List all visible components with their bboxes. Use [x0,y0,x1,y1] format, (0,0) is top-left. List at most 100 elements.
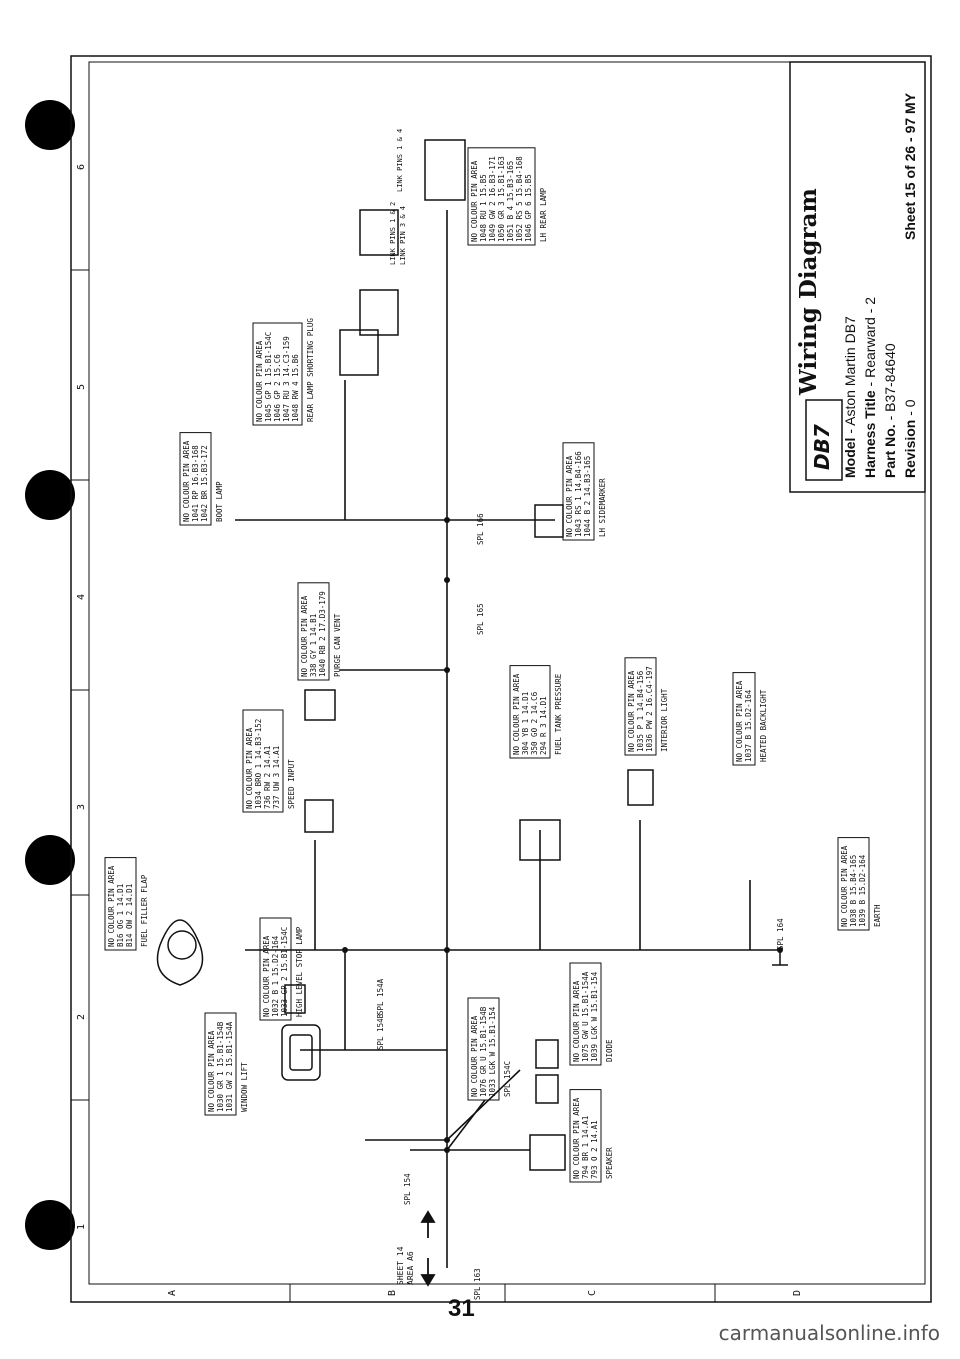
table-header: NO COLOUR PIN AREA [572,980,581,1062]
table-row: 1076 GR U 15.B1-154B [479,1006,488,1097]
component-label: PURGE CAN VENT [333,613,342,677]
table-header: NO COLOUR PIN AREA [572,1097,581,1179]
table-row: B16 OG 1 14.D1 [116,884,125,947]
table-row: 350 GO 2 14.C6 [530,691,539,755]
table-row: 1048 RW 4 15.B6 [291,354,300,422]
revision-value: 0 [902,399,918,408]
table-row: 1045 GP 1 15.B1-154C [264,332,273,422]
table-row: 737 UW 3 14.A1 [272,746,281,809]
part-value: B37-84640 [882,343,898,412]
table-row: 1032 B 1 15.D2-164 [271,935,280,1017]
splice-label: SPL 164 [776,918,785,950]
component-table-frame [104,857,137,951]
table-header: NO COLOUR PIN AREA [840,845,849,927]
binder-hole-1 [25,100,75,150]
table-header: NO COLOUR PIN AREA [107,865,116,947]
zone-label-side: C [587,1290,598,1296]
zone-label-side: A [167,1290,178,1296]
component-table-frame [569,1089,602,1183]
table-row: 1042 BR 15.B3-172 [200,445,209,522]
component-label: INTERIOR LIGHT [660,688,669,752]
table-row: 1075 GW U 15.B1-154A [581,971,590,1062]
component-label: SPL 154C [503,1061,512,1097]
table-row: 793 O 2 14.A1 [590,1120,599,1179]
splice-label: SPL 165 [476,603,485,635]
table-row: 1039 LGK W 15.B1-154 [590,971,599,1062]
component-table-frame [624,657,657,756]
component-label: SPEED INPUT [287,759,296,809]
component-table-frame [252,322,303,426]
harness-value: Rearward - 2 [862,296,878,378]
sheet-line: Sheet 15 of 26 - 97 MY [902,92,918,240]
component-table-frame [467,997,500,1101]
table-header: NO COLOUR PIN AREA [300,595,309,677]
table-header: NO COLOUR PIN AREA [470,160,479,242]
zone-label-top: 1 [76,1224,87,1230]
component-label: WINDOW LIFT [240,1062,249,1112]
splice-label: SPL 163 [473,1268,482,1300]
table-row: 1040 RB 2 17.D3-179 [318,591,327,677]
table-row: 1039 B 15.D2-164 [858,854,867,927]
sheet-ref-line: AREA A6 [406,1251,415,1285]
title-text: Wiring Diagram [795,188,822,395]
table-row: 1033 GP 2 15.B1-154C [280,927,289,1017]
component-table-frame [242,709,284,813]
table-header: NO COLOUR PIN AREA [512,673,521,755]
zone-label-top: 3 [76,804,87,810]
component-table-frame [204,1012,237,1116]
part-line: Part No. - B37-84640 [882,343,898,478]
table-row: 1033 LGK W 15.B1-154 [488,1006,497,1097]
component-label: FUEL TANK PRESSURE [554,673,563,755]
zone-label-side: B [387,1290,398,1296]
logo-text: DB7 [810,424,834,470]
zone-label-side: D [792,1290,803,1296]
part-label: Part No. [882,424,898,478]
zone-label-top: 6 [76,164,87,170]
model-value: Aston Martin DB7 [842,316,858,426]
component-table-frame [837,837,870,931]
connector-bodies [156,139,788,1171]
page-number: 31 [448,1295,475,1322]
trunk-wires [235,210,780,1268]
table-row: 1050 GR 3 15.B1-163 [497,156,506,242]
table-row: 1043 RS 1 14.B4-166 [574,451,583,537]
zone-label-top: 5 [76,384,87,390]
table-header: NO COLOUR PIN AREA [182,440,191,522]
table-row: 1031 GW 2 15.B1-154A [225,1021,234,1112]
table-row: 1036 PW 2 16.C4-197 [645,666,654,752]
table-row: 1047 RU 3 14.C3-159 [282,336,291,422]
table-row: B14 OW 2 14.D1 [125,884,134,947]
table-row: 338 GY 1 14.B1 [309,614,318,677]
table-row: 1037 B 15.D2-164 [744,689,753,762]
component-label: HEATED BACKLIGHT [759,689,768,762]
table-row: 1049 GW 2 16.B3-171 [488,156,497,242]
component-table-frame [467,147,536,246]
component-label: BOOT LAMP [215,481,224,522]
link-label: LINK PINS 1 & 2 [389,202,397,265]
splice-label: SPL 154A [376,978,385,1015]
table-header: NO COLOUR PIN AREA [470,1015,479,1097]
zone-label-top: 4 [76,594,87,600]
table-row: 304 YB 1 14.D1 [521,692,530,755]
table-row: 1051 B 4 15.B3-165 [506,161,515,242]
splice-label: SPL 154B [376,1013,385,1050]
table-header: NO COLOUR PIN AREA [245,727,254,809]
table-row: 1030 GR 1 15.B1-154B [216,1021,225,1112]
table-header: NO COLOUR PIN AREA [565,455,574,537]
binder-hole-4 [25,1200,75,1250]
table-header: NO COLOUR PIN AREA [207,1030,216,1112]
inner-border [88,61,926,1285]
table-row: 1046 GP 6 15.B5 [524,174,533,242]
splice-label: SPL 166 [476,513,485,545]
table-row: 1048 RU 1 15.B5 [479,174,488,242]
table-row: 736 RW 2 14.A1 [263,746,272,809]
table-row: 1052 RS 5 15.B4-168 [515,156,524,242]
table-header: NO COLOUR PIN AREA [627,670,636,752]
splice-label: SPL 154 [403,1173,412,1205]
revision-label: Revision [902,419,918,478]
component-table-frame [732,672,756,766]
splice-dots [342,517,783,1153]
table-row: 1044 B 2 14.B3-165 [583,456,592,537]
table-header: NO COLOUR PIN AREA [255,340,264,422]
